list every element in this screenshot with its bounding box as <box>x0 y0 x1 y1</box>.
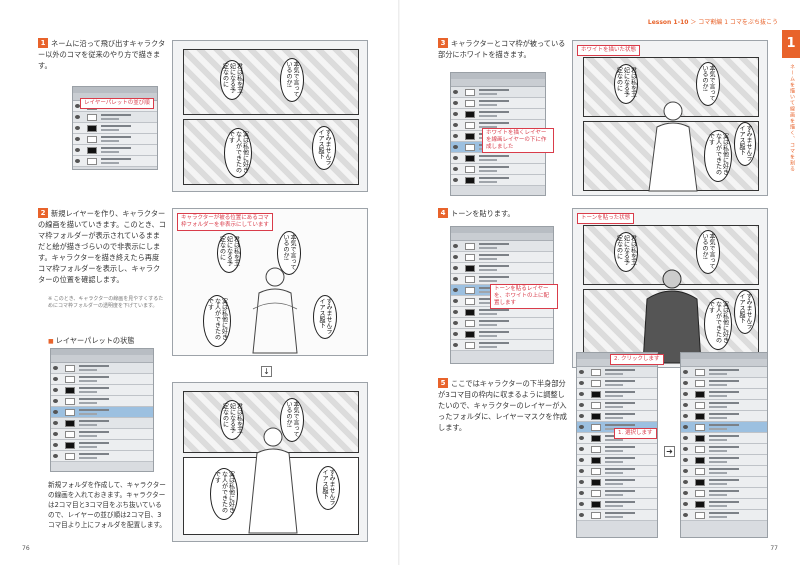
speech-balloon: 君は私を王妃になる予定なのに <box>614 232 638 272</box>
section-heading: ■レイヤーパレットの状態 <box>48 336 135 345</box>
character-white <box>648 101 698 192</box>
manga-page-tone: トーンを貼った状態 君は私を王妃になる予定なのに 本気で言っているのか! 実は私… <box>572 208 768 368</box>
character-line-art <box>252 267 298 354</box>
speech-balloon: すみませんライアス殿下 <box>734 290 756 334</box>
speech-balloon: 実は私他に好きな人ができたのです <box>704 130 732 182</box>
chapter-tab: 1 <box>782 30 800 58</box>
callout-select: 1. 選択します <box>614 428 657 439</box>
page-number-right: 77 <box>770 545 778 552</box>
speech-balloon: 君は私を王妃になる予定なのに <box>217 233 241 273</box>
panel-top: 君は私を王妃になる予定なのに 本気で言っているのか! <box>183 49 359 115</box>
step-text: トーンを貼ります。 <box>451 209 515 218</box>
layer-palette-5a[interactable] <box>576 352 658 538</box>
panel-bottom: 実は私他に好きな人ができたのです すみませんライアス殿下 <box>183 119 359 185</box>
speech-balloon: 本気で言っているのか! <box>280 398 304 442</box>
step-number: 3 <box>438 38 448 48</box>
manga-page-white: ホワイトを描いた状態 君は私を王妃になる予定なのに 本気で言っているのか! 実は… <box>572 40 768 196</box>
callout-layer-order: レイヤーパレットの並び順 <box>80 98 154 109</box>
step-text: ネームに沿って飛び出すキャラクター以外のコマを従来のやり方で描きます。 <box>38 39 166 70</box>
speech-balloon: 本気で言っているのか! <box>696 230 720 274</box>
step-number: 2 <box>38 208 48 218</box>
manga-page-3: 君は私を王妃になる予定なのに 本気で言っているのか! 実は私他に好きな人ができた… <box>172 382 368 542</box>
speech-balloon: 君は私を王妃になる予定なのに <box>220 400 244 440</box>
callout-click: 2. クリックします <box>610 354 664 365</box>
callout-hidden-frame: キャラクターが被る位置にあるコマ枠フォルダーを非表示にしています <box>177 213 273 231</box>
running-header: Lesson 1-10 ＞ コマ割編 1 コマをぶち抜こう <box>647 19 778 26</box>
speech-balloon: すみませんライアス殿下 <box>316 466 340 510</box>
layer-palette-state[interactable] <box>50 348 154 472</box>
note-text: ※ このとき、キャラクターの線画を見やすくするためにコマ枠フォルダーの透明度を下… <box>48 296 164 309</box>
character-line-art <box>248 427 298 534</box>
section-caption: 新規フォルダを作成して、キャラクターの線画を入れておきます。キャラクターは2コマ… <box>48 481 166 529</box>
speech-balloon: 君は私を王妃になる予定なのに <box>614 64 638 104</box>
speech-balloon: 本気で言っているのか! <box>696 62 720 106</box>
speech-balloon: 本気で言っているのか! <box>277 231 301 275</box>
right-arrow-icon: ➜ <box>664 446 675 457</box>
speech-balloon: 君は私を王妃になる予定なのに <box>220 60 244 100</box>
right-page: Lesson 1-10 ＞ コマ割編 1 コマをぶち抜こう 1 ネームを描いて線… <box>400 0 800 565</box>
speech-balloon: 実は私他に好きな人ができたのです <box>704 298 732 350</box>
chapter-vertical-title: ネームを描いて線画を描く、コマを割る <box>789 64 795 172</box>
step-number: 5 <box>438 378 448 388</box>
speech-balloon: 実は私他に好きな人ができたのです <box>203 295 231 347</box>
page-number-left: 76 <box>22 545 30 552</box>
step-number: 1 <box>38 38 48 48</box>
step-text: ここではキャラクターの下半身部分が3コマ目の枠内に収まるように調整したいので、キ… <box>438 379 567 432</box>
manga-page-2: キャラクターが被る位置にあるコマ枠フォルダーを非表示にしています 君は私を王妃に… <box>172 208 368 356</box>
speech-balloon: 実は私他に好きな人ができたのです <box>210 468 238 520</box>
down-arrow-icon: ↓ <box>261 366 272 377</box>
step-number: 4 <box>438 208 448 218</box>
speech-balloon: すみませんライアス殿下 <box>313 295 337 339</box>
callout-tone-state: トーンを貼った状態 <box>577 213 635 224</box>
manga-page-1: 君は私を王妃になる予定なのに 本気で言っているのか! 実は私他に好きな人ができた… <box>172 40 368 192</box>
layer-palette-5b[interactable] <box>680 352 768 538</box>
step-text: 新規レイヤーを作り、キャラクターの線画を描いていきます。このとき、コマ枠フォルダ… <box>38 209 166 284</box>
character-toned <box>642 269 702 364</box>
speech-balloon: すみませんライアス殿下 <box>734 122 756 166</box>
callout-tone-layer: トーンを貼るレイヤーを、ホワイトの上に配置します <box>490 284 558 309</box>
speech-balloon: すみませんライアス殿下 <box>312 126 336 170</box>
speech-balloon: 実は私他に好きな人ができたのです <box>224 128 252 178</box>
speech-balloon: 本気で言っているのか! <box>280 58 304 102</box>
callout-white-state: ホワイトを描いた状態 <box>577 45 641 56</box>
callout-white-layer: ホワイトを描くレイヤーを線画レイヤーの下に作成しました <box>482 128 554 153</box>
step-text: キャラクターとコマ枠が被っている部分にホワイトを描きます。 <box>438 39 566 59</box>
